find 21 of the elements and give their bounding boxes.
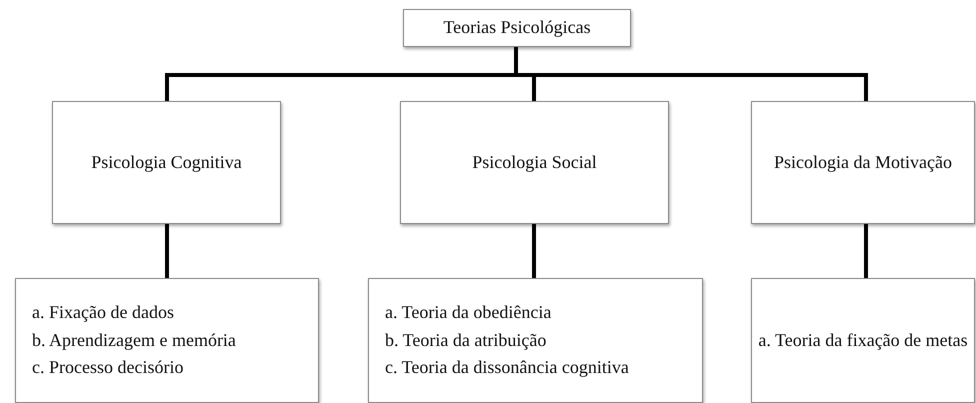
box-text: Psicologia Social xyxy=(472,152,597,174)
connector-line xyxy=(165,224,169,278)
box-text: Psicologia Cognitiva xyxy=(91,152,242,174)
connector-line xyxy=(532,224,536,278)
text-box xyxy=(400,101,669,224)
text-box xyxy=(751,101,975,224)
text-box xyxy=(403,9,631,47)
text-box xyxy=(368,278,703,403)
box-text: Psicologia da Motivação xyxy=(774,152,952,174)
text-box xyxy=(52,101,281,224)
box-text: c. Processo decisório xyxy=(32,357,184,379)
box-text: a. Fixação de dados xyxy=(32,302,174,324)
box-text: c. Teoria da dissonância cognitiva xyxy=(385,357,629,379)
box-text: a. Teoria da obediência xyxy=(385,302,552,324)
text-box xyxy=(751,278,975,403)
box-text: Teorias Psicológicas xyxy=(443,17,591,39)
box-text: b. Teoria da atribuição xyxy=(385,330,546,352)
box-text: a. Teoria da fixação de metas xyxy=(758,330,968,352)
text-box xyxy=(15,278,319,403)
box-text: b. Aprendizagem e memória xyxy=(32,330,236,352)
connector-line xyxy=(864,224,868,278)
